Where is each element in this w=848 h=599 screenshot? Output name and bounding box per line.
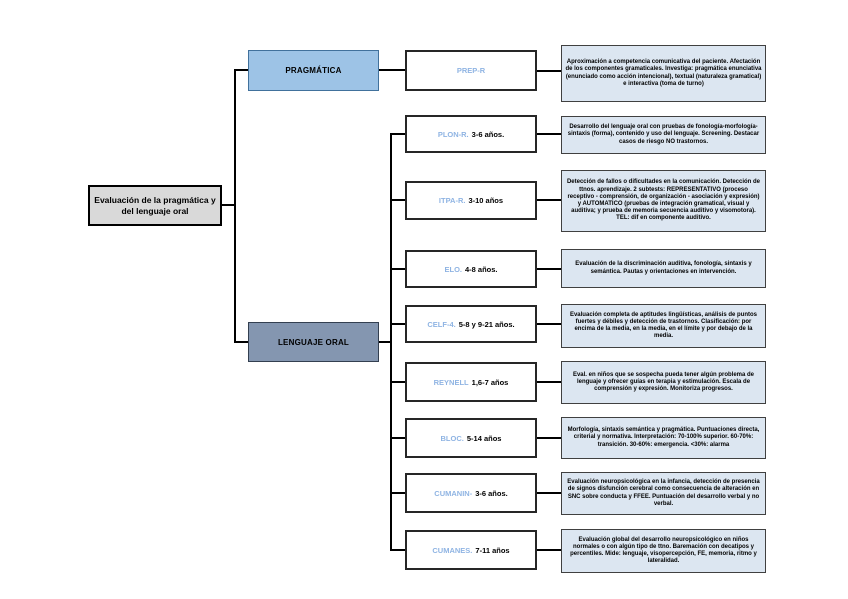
desc-reynell: Eval. en niños que se sospecha pueda ten… (561, 361, 766, 404)
root-node: Evaluación de la pragmática y del lengua… (88, 185, 222, 226)
test-node-elo: ELO.4-8 años. (405, 250, 537, 288)
connector-line (234, 341, 248, 343)
connector-line (390, 437, 405, 439)
test-name: BLOC. (440, 433, 464, 443)
test-name: PREP-R (456, 66, 486, 75)
connector-line (390, 492, 405, 494)
connector-line (390, 549, 405, 551)
test-age: 4-8 años. (465, 264, 498, 274)
test-name: REYNELL (433, 377, 469, 387)
connector-line (390, 133, 405, 135)
connector-line (222, 204, 236, 206)
test-age: 3-6 años. (471, 129, 505, 139)
desc-cumanin: Evaluación neuropsicológica en la infanc… (561, 472, 766, 515)
test-node-itpa-r: ITPA-R.3-10 años (405, 181, 537, 220)
desc-celf-4: Evaluación completa de aptitudes lingüís… (561, 304, 766, 348)
test-node-plon-r: PLON-R.3-6 años. (405, 115, 537, 153)
connector-line (537, 133, 561, 135)
test-node-cumanes: CUMANES.7-11 años (405, 530, 537, 570)
test-age: 5-14 años (466, 433, 502, 443)
connector-line (390, 268, 405, 270)
test-node-cumanin: CUMANIN-3-6 años. (405, 473, 537, 513)
test-age: 7-11 años (475, 545, 510, 555)
test-name: ITPA-R. (438, 196, 466, 205)
test-name: CUMANIN- (434, 488, 473, 498)
connector-line (537, 381, 561, 383)
test-age: 1,6-7 años (471, 377, 509, 387)
connector-line (537, 492, 561, 494)
desc-plon-r: Desarrollo del lenguaje oral con pruebas… (561, 116, 766, 154)
connector-line (537, 199, 561, 201)
test-node-bloc: BLOC.5-14 años (405, 418, 537, 458)
connector-line (537, 70, 561, 72)
connector-line (234, 69, 248, 71)
connector-line (390, 323, 405, 325)
connector-line (537, 323, 561, 325)
connector-line (379, 341, 392, 343)
desc-itpa-r: Detección de fallos o dificultades en la… (561, 170, 766, 232)
test-node-prep-r: PREP-R (405, 50, 537, 91)
test-age: 3-10 años (468, 196, 504, 205)
connector-line (537, 549, 561, 551)
desc-cumanes: Evaluación global del desarrollo neurops… (561, 529, 766, 573)
test-node-celf-4: CELF-4.5-8 y 9-21 años. (405, 305, 537, 343)
desc-elo: Evaluación de la discriminación auditiva… (561, 249, 766, 288)
test-name: ELO. (444, 264, 462, 274)
test-name: CELF-4. (427, 319, 456, 329)
test-name: CUMANES. (432, 545, 473, 555)
connector-line (390, 199, 405, 201)
test-name: PLON-R. (437, 129, 469, 139)
connector-line (379, 69, 405, 71)
connector-line (537, 437, 561, 439)
connector-line (390, 381, 405, 383)
connector-line (390, 133, 392, 551)
test-age: 5-8 y 9-21 años. (458, 319, 515, 329)
test-age: 3-6 años. (475, 488, 508, 498)
category-node-lenguaje-oral: LENGUAJE ORAL (248, 322, 379, 362)
connector-line (234, 69, 236, 343)
category-node-pragmatica: PRAGMÁTICA (248, 50, 379, 91)
desc-bloc: Morfología, sintaxis semántica y pragmát… (561, 417, 766, 459)
desc-prep-r: Aproximación a competencia comunicativa … (561, 45, 766, 102)
connector-line (537, 268, 561, 270)
